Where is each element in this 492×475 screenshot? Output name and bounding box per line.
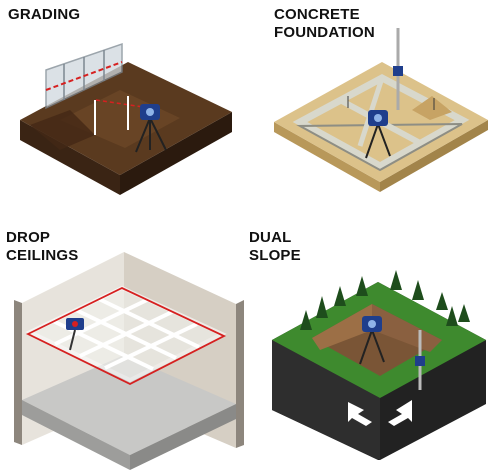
grading-ground-left-side [20,120,120,195]
dual-rod-receiver [415,356,425,366]
grading-label: GRADING [8,6,80,24]
grading-laser-line-fence [45,61,123,91]
grading-laser-tool-lens [146,108,154,116]
concrete-label-line-1: CONCRETE [274,6,360,23]
grading-tripod-leg-2 [149,117,167,151]
room-floor [22,355,236,455]
room-floor-front [22,400,130,470]
dual-laser-tool-lens [368,320,376,328]
dual-slope-arrow-right [388,400,412,426]
dual-slope-label: DUAL SLOPE [249,229,301,265]
grading-tripod-leg-1 [135,117,151,153]
dual-trees [300,270,470,330]
dual-label-line-2: SLOPE [249,247,301,264]
dual-block-front-left [272,340,380,460]
dual-pit-wall [312,304,372,350]
concrete-label-line-2: FOUNDATION [274,24,375,41]
room-left-outer [14,300,22,445]
concrete-wall-outer [292,74,470,171]
grading-label-line-1: GRADING [8,6,81,23]
dual-pit-wall-2 [372,304,442,352]
concrete-laser-tool-lens [374,114,382,122]
drop-ceilings-label: DROP CEILINGS [6,229,78,265]
concrete-foundation-label: CONCRETE FOUNDATION [274,6,375,42]
concrete-tripod-leg-2 [377,123,391,157]
dual-tripod-leg-1 [359,329,373,365]
concrete-tripod-leg-1 [365,123,379,159]
concrete-sand-pile [412,96,452,120]
grading-soil-dark [30,110,95,150]
room-right-outer [236,300,244,448]
ceiling-laser-tool-lens [72,321,78,327]
dual-slope-arrow-left [348,402,372,426]
ceiling-grid [25,285,227,383]
drop-label-line-1: DROP [6,229,51,246]
drop-label-line-2: CEILINGS [6,247,79,264]
ceiling-laser-mount [69,329,76,351]
concrete-rod-receiver [393,66,403,76]
dual-block-front-right [380,340,486,460]
concrete-ground-right [380,120,488,192]
concrete-ground-left [274,122,380,192]
grading-ground-right-side [120,112,232,195]
room-floor-front-right [130,404,236,470]
ceiling-laser-outline [25,287,227,386]
dual-tripod-leg-2 [371,329,385,363]
dual-label-line-1: DUAL [249,229,292,246]
